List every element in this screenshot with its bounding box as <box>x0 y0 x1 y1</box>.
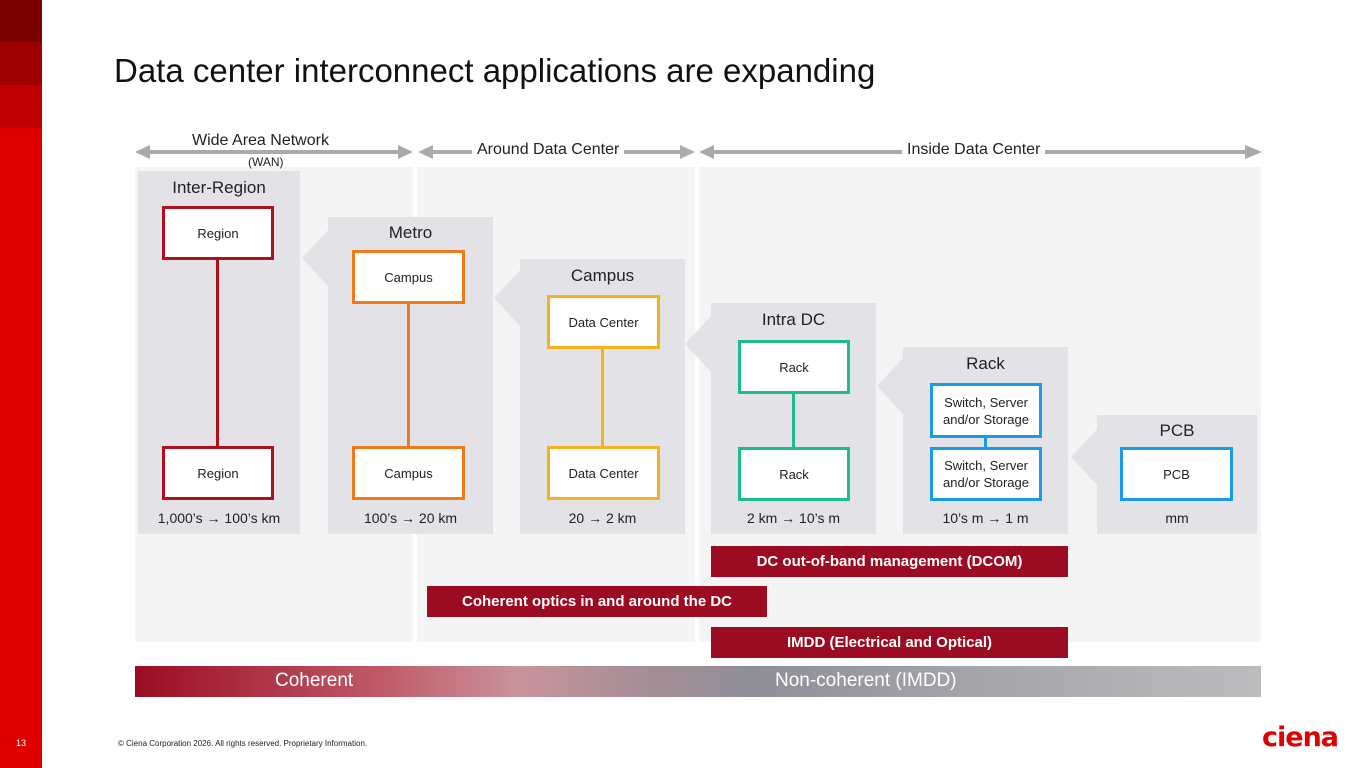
arrow-right-icon <box>1245 145 1262 159</box>
distance-label: 20 → 2 km <box>568 510 637 526</box>
node-rack-bottom: Rack <box>738 447 850 501</box>
group-intra-dc: Intra DC Rack Rack 2 km → 10’s m <box>711 303 876 534</box>
wan-label: Wide Area Network <box>192 132 329 149</box>
connector-line <box>984 435 987 449</box>
coherent-spectrum-bar: Coherent Non-coherent (IMDD) <box>135 666 1261 697</box>
chevron-left-icon <box>685 316 711 372</box>
node-rack-top: Rack <box>738 340 850 394</box>
node-switch-server-storage-top: Switch, Server and/or Storage <box>930 383 1042 438</box>
node-region-top: Region <box>162 206 274 260</box>
spectrum-label-noncoherent: Non-coherent (IMDD) <box>775 670 957 691</box>
copyright-footer: © Ciena Corporation 2026. All rights res… <box>118 739 368 748</box>
group-title: PCB <box>1159 421 1195 440</box>
sidebar-block <box>0 0 42 42</box>
sidebar-block <box>0 85 42 128</box>
wan-sublabel: (WAN) <box>248 155 284 169</box>
sidebar-accent: 13 <box>0 0 42 768</box>
arrow-right-icon <box>398 145 413 159</box>
sidebar-block <box>0 42 42 85</box>
node-switch-server-storage-bottom: Switch, Server and/or Storage <box>930 447 1042 501</box>
inside-dc-label: Inside Data Center <box>902 141 1046 159</box>
chevron-left-icon <box>302 230 328 286</box>
group-title: Intra DC <box>761 310 826 329</box>
node-data-center-bottom: Data Center <box>547 446 660 500</box>
distance-label: 2 km → 10’s m <box>746 510 841 526</box>
group-inter-region: Inter-Region Region Region 1,000’s → 100… <box>138 171 300 534</box>
group-title: Inter-Region <box>172 178 266 197</box>
node-campus-bottom: Campus <box>352 446 465 500</box>
band-imdd: IMDD (Electrical and Optical) <box>711 627 1068 658</box>
group-rack: Rack Switch, Server and/or Storage Switc… <box>903 347 1068 534</box>
node-data-center-top: Data Center <box>547 295 660 349</box>
arrow-left-icon <box>418 145 433 159</box>
ciena-logo: ciena <box>1262 722 1339 753</box>
chevron-left-icon <box>877 358 903 414</box>
distance-label: mm <box>1165 510 1189 526</box>
arrow-left-icon <box>699 145 714 159</box>
around-dc-label: Around Data Center <box>472 141 625 159</box>
slide-title: Data center interconnect applications ar… <box>114 52 876 89</box>
connector-line <box>792 391 795 449</box>
node-region-bottom: Region <box>162 446 274 500</box>
group-title: Campus <box>570 266 635 285</box>
group-campus: Campus Data Center Data Center 20 → 2 km <box>520 259 685 534</box>
group-pcb: PCB PCB mm <box>1097 415 1257 534</box>
page-number: 13 <box>15 738 26 748</box>
group-title: Metro <box>388 223 433 242</box>
arrow-right-icon <box>680 145 695 159</box>
distance-label: 10’s m → 1 m <box>942 510 1029 526</box>
connector-line <box>407 303 410 449</box>
connector-line <box>601 345 604 449</box>
distance-label: 100’s → 20 km <box>363 510 458 526</box>
group-metro: Metro Campus Campus 100’s → 20 km <box>328 217 493 534</box>
band-dcom: DC out-of-band management (DCOM) <box>711 546 1068 577</box>
chevron-left-icon <box>1071 429 1097 485</box>
band-coherent-optics: Coherent optics in and around the DC <box>427 586 767 617</box>
node-campus-top: Campus <box>352 250 465 304</box>
arrow-left-icon <box>135 145 150 159</box>
group-title: Rack <box>966 354 1005 373</box>
node-pcb: PCB <box>1120 447 1233 501</box>
chevron-left-icon <box>494 270 520 326</box>
connector-line <box>216 257 219 447</box>
spectrum-label-coherent: Coherent <box>275 670 354 691</box>
distance-label: 1,000’s → 100’s km <box>157 510 281 526</box>
